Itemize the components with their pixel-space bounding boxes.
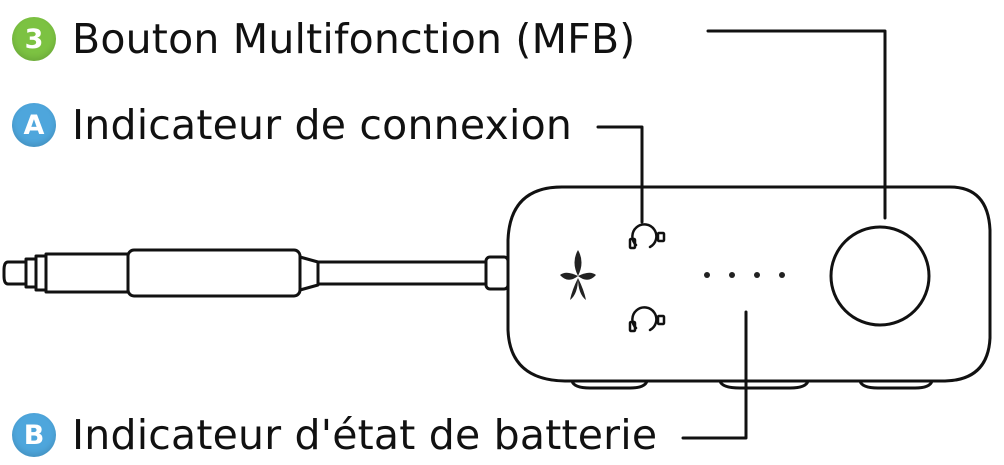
headphone-icon-bottom (628, 306, 666, 333)
label-battery-text: Indicateur d'état de batterie (72, 411, 658, 459)
battery-leds (704, 272, 785, 278)
battery-led (754, 272, 760, 278)
leaf-logo-icon (560, 250, 596, 300)
leader-battery (681, 310, 748, 440)
leader-connection (596, 125, 644, 224)
audio-jack (2, 248, 510, 298)
battery-led (704, 272, 710, 278)
badge-b: B (12, 413, 56, 457)
label-mfb-text: Bouton Multifonction (MFB) (72, 15, 636, 63)
battery-led (729, 272, 735, 278)
leader-mfb (706, 29, 887, 220)
label-connection: A Indicateur de connexion (12, 95, 572, 155)
device-body (506, 185, 992, 383)
mfb-button (829, 225, 931, 327)
label-mfb: 3 Bouton Multifonction (MFB) (12, 9, 636, 69)
battery-led (779, 272, 785, 278)
headphone-icon-top (628, 223, 666, 250)
badge-a: A (12, 103, 56, 147)
badge-3: 3 (12, 17, 56, 61)
label-connection-text: Indicateur de connexion (72, 101, 573, 149)
label-battery: B Indicateur d'état de batterie (12, 405, 657, 465)
